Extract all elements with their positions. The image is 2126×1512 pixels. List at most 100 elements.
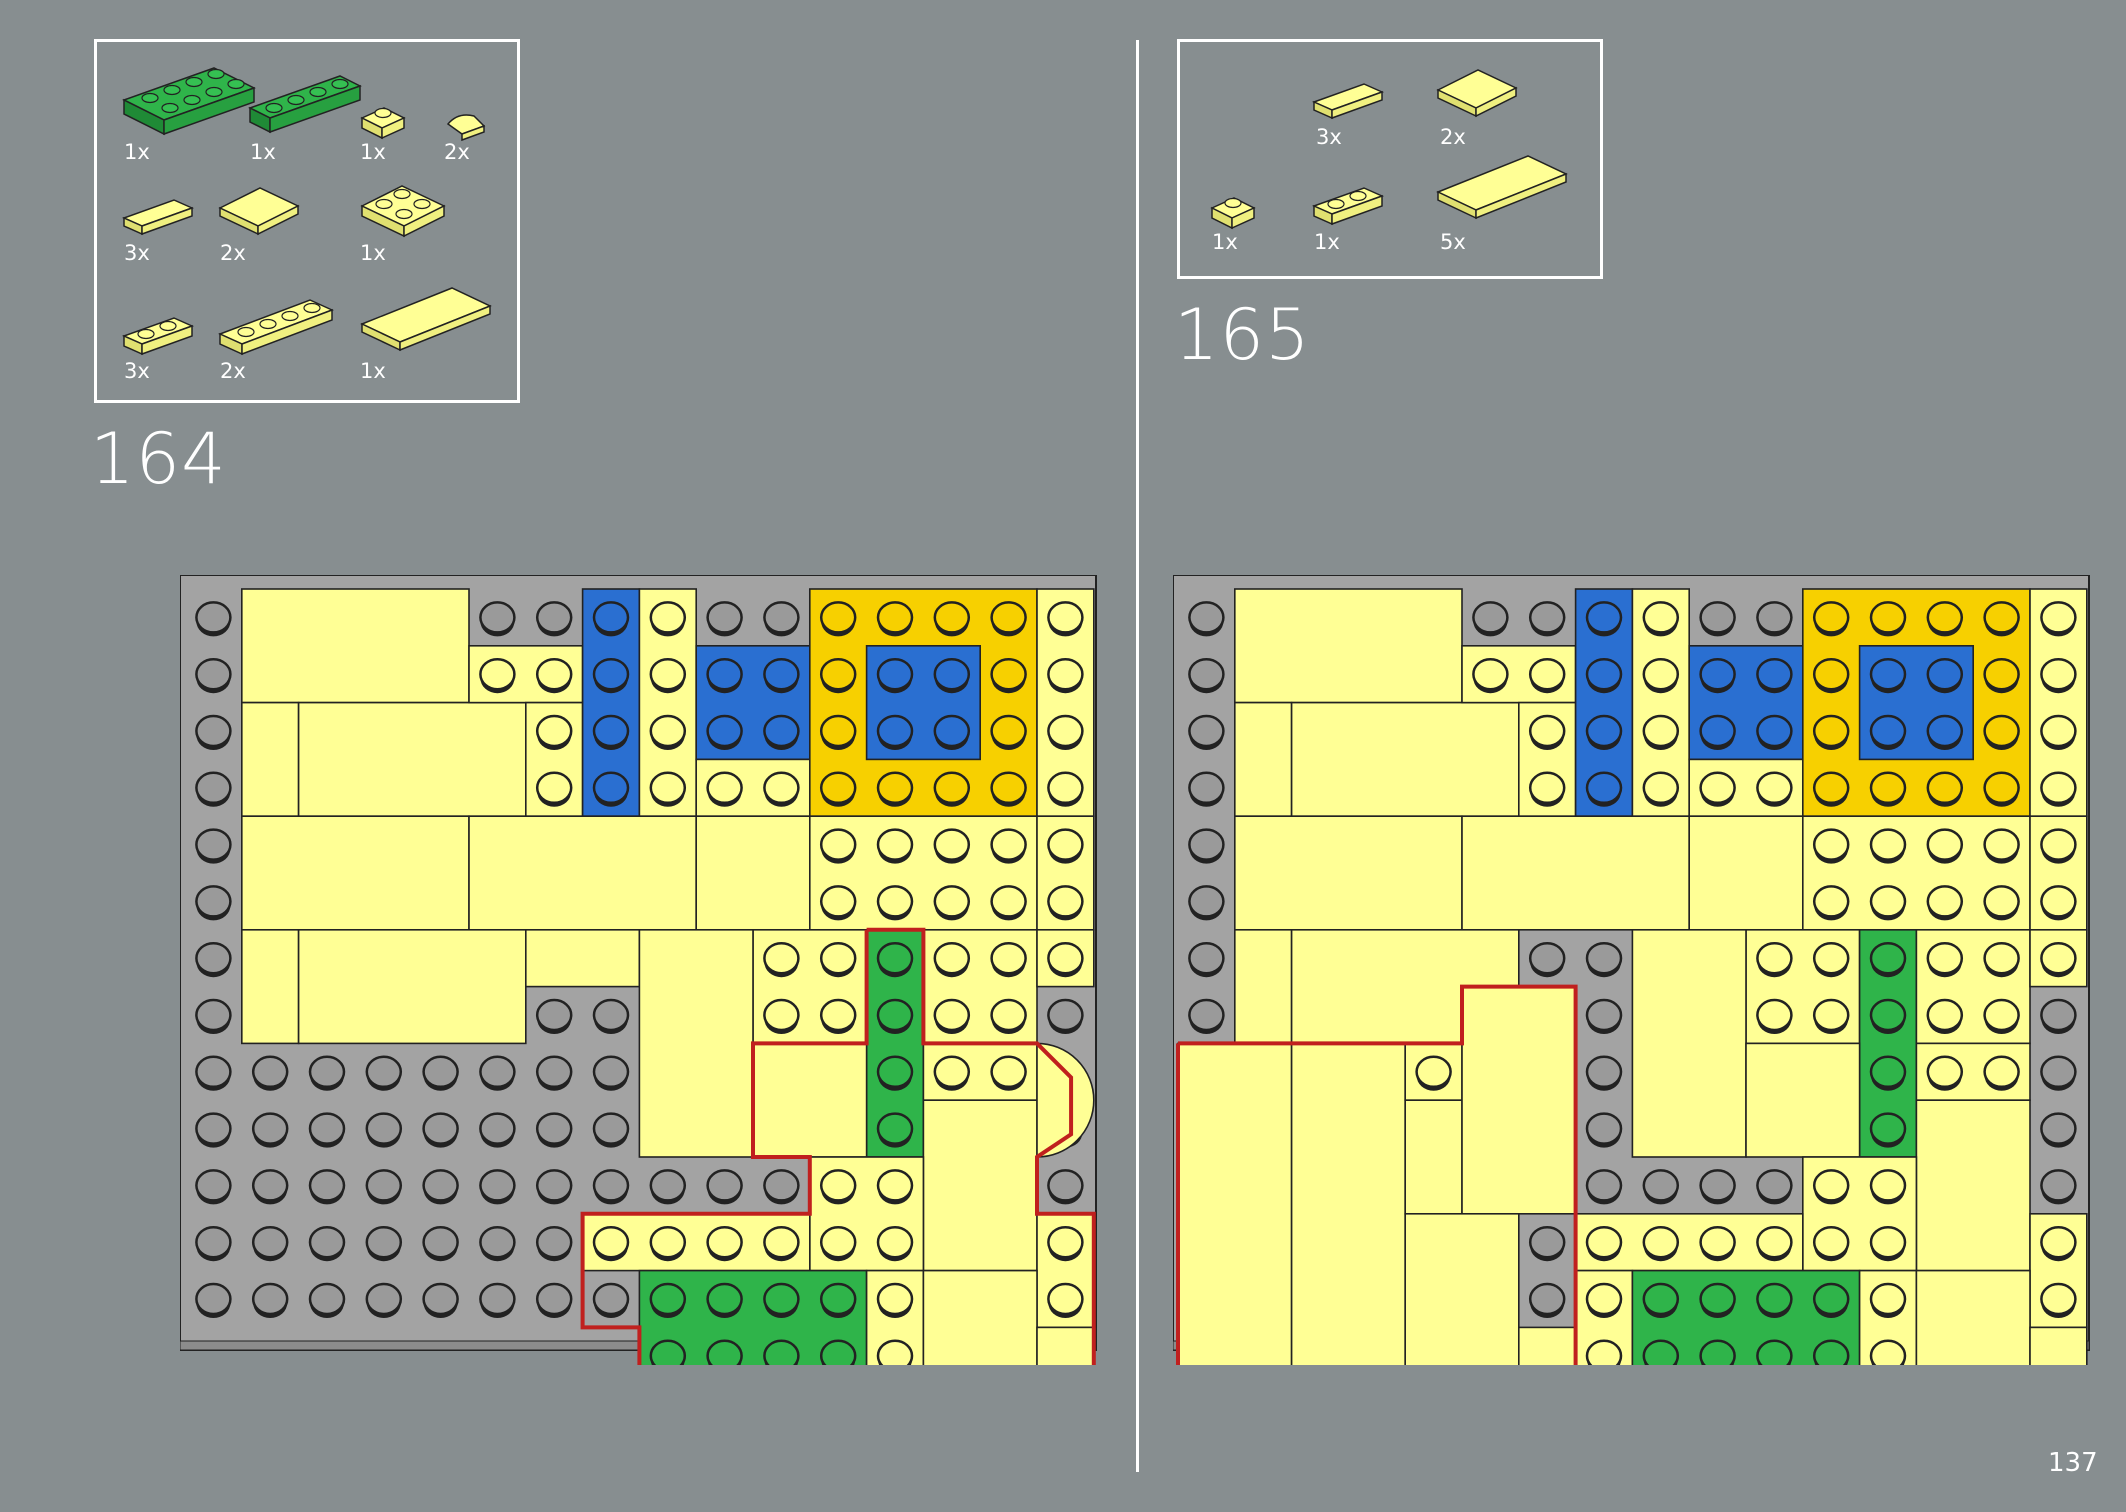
stud <box>1585 714 1623 748</box>
stud <box>876 601 914 634</box>
stud <box>1642 771 1680 805</box>
stud <box>819 714 857 748</box>
stud <box>763 1339 800 1365</box>
stud <box>479 1055 516 1089</box>
stud <box>1812 771 1850 805</box>
stud <box>876 1225 914 1259</box>
stud <box>1812 1169 1850 1202</box>
stud <box>1642 1282 1680 1316</box>
qty-label: 3x <box>1316 125 1342 149</box>
stud <box>990 941 1027 975</box>
stud <box>308 1169 346 1202</box>
stud <box>592 657 630 691</box>
stud <box>1047 601 1084 634</box>
stud <box>990 771 1027 805</box>
stud <box>251 1169 289 1202</box>
stud <box>819 657 857 691</box>
tile <box>240 588 470 704</box>
qty-label: 1x <box>1314 230 1340 254</box>
stud <box>422 1169 459 1202</box>
stud <box>1812 1282 1850 1316</box>
tile <box>2029 1326 2088 1365</box>
stud <box>479 657 516 691</box>
stud <box>1528 1225 1566 1259</box>
stud <box>1699 771 1736 805</box>
stud <box>1812 601 1850 634</box>
yellow-plate-1x1-icon <box>360 107 406 140</box>
stud <box>1926 771 1964 805</box>
build-diagram-165 <box>1173 575 2090 1365</box>
stud <box>251 1282 289 1316</box>
stud <box>933 1055 971 1089</box>
stud <box>195 657 232 691</box>
stud <box>1415 1055 1452 1089</box>
stud <box>1812 657 1850 691</box>
tile <box>1745 1042 1861 1158</box>
stud <box>2040 714 2077 748</box>
stud <box>819 941 857 975</box>
stud <box>1585 771 1623 805</box>
stud <box>933 941 971 975</box>
stud <box>763 1225 800 1259</box>
stud <box>1699 657 1736 691</box>
stud <box>763 941 800 975</box>
stud <box>592 1282 630 1316</box>
stud <box>1699 601 1736 634</box>
stud <box>195 601 232 634</box>
stud <box>1188 885 1225 918</box>
stud <box>1869 1112 1907 1145</box>
stud <box>1528 657 1566 691</box>
stud <box>592 714 630 748</box>
qty-label: 5x <box>1440 230 1466 254</box>
stud <box>195 1282 232 1316</box>
stud <box>706 657 743 691</box>
stud <box>1926 828 1964 861</box>
stud <box>2040 1225 2077 1259</box>
stud <box>1188 714 1225 748</box>
stud <box>251 1055 289 1089</box>
stud <box>1869 1055 1907 1089</box>
stud <box>195 828 232 861</box>
stud <box>535 1169 573 1202</box>
stud <box>876 885 914 918</box>
stud <box>933 885 971 918</box>
stud <box>1812 1225 1850 1259</box>
stud <box>535 714 573 748</box>
stud <box>195 1112 232 1145</box>
stud <box>2040 941 2077 975</box>
stud <box>1642 1169 1680 1202</box>
tile <box>1404 1099 1463 1215</box>
stud <box>819 1225 857 1259</box>
page-divider <box>1136 40 1139 1472</box>
stud <box>1642 657 1680 691</box>
stud <box>2040 1055 2077 1089</box>
stud <box>365 1169 403 1202</box>
yellow-plate-2x2-icon <box>360 185 446 238</box>
stud <box>706 1169 743 1202</box>
stud <box>365 1055 403 1089</box>
stud <box>195 1055 232 1089</box>
stud <box>1756 714 1793 748</box>
stud <box>1585 998 1623 1032</box>
stud <box>1812 998 1850 1032</box>
stud <box>1869 1169 1907 1202</box>
qty-label: 2x <box>444 140 470 164</box>
stud <box>195 1225 232 1259</box>
stud <box>1756 601 1793 634</box>
stud <box>763 601 800 634</box>
stud <box>763 657 800 691</box>
stud <box>2040 885 2077 918</box>
stud <box>1756 657 1793 691</box>
stud <box>933 657 971 691</box>
stud <box>2040 601 2077 634</box>
stud <box>933 998 971 1032</box>
qty-label: 2x <box>220 241 246 265</box>
stud <box>763 771 800 805</box>
stud <box>479 1169 516 1202</box>
tile <box>1233 928 1293 1045</box>
stud <box>1528 771 1566 805</box>
stud <box>990 998 1027 1032</box>
stud <box>649 771 687 805</box>
stud <box>1642 714 1680 748</box>
stud <box>2040 657 2077 691</box>
